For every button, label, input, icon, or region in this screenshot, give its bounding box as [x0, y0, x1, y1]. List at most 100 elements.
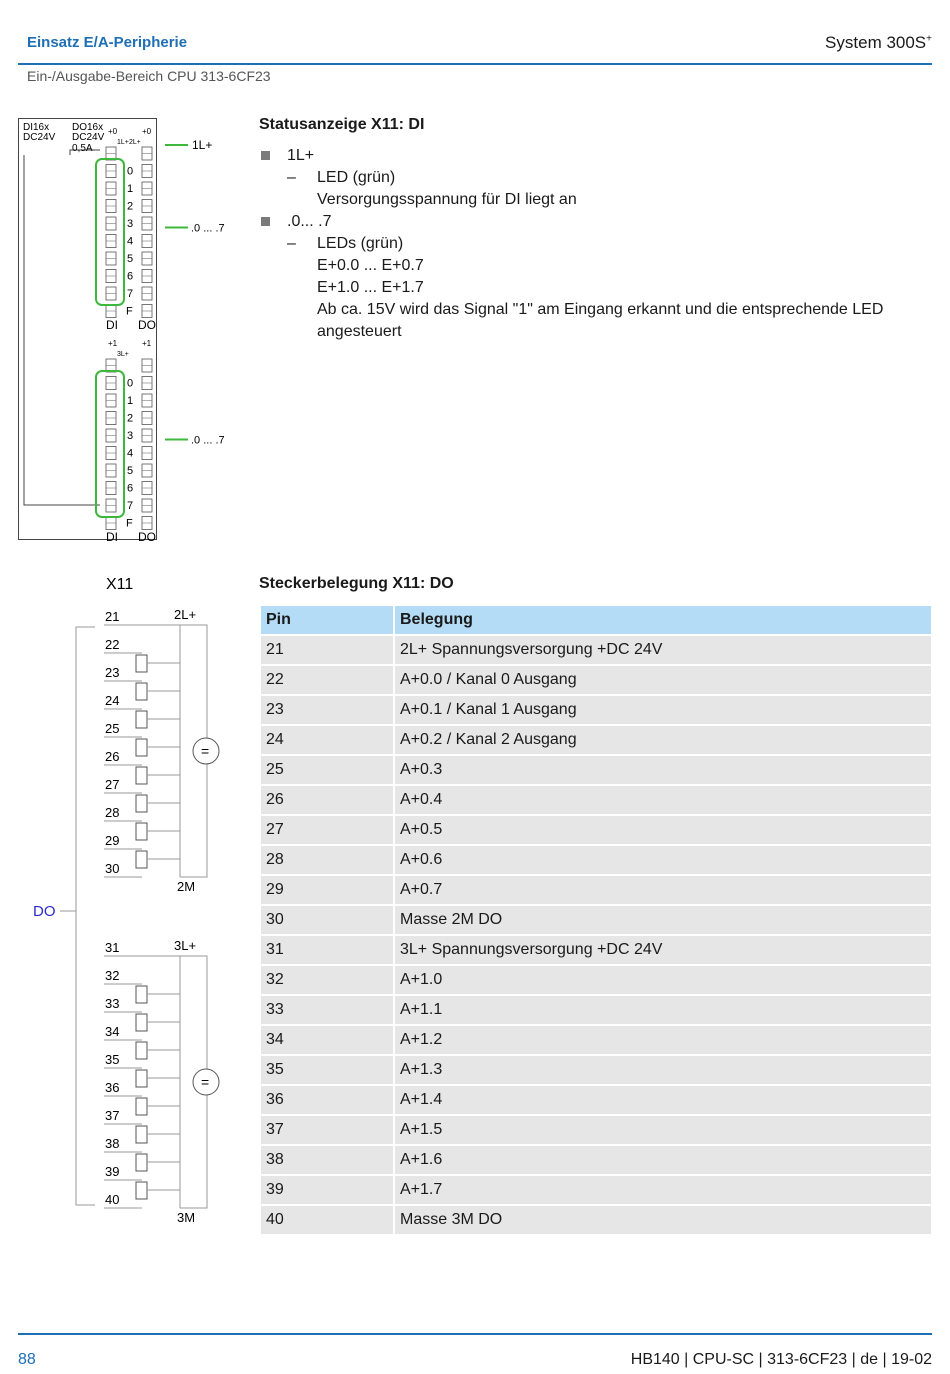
belegung-cell: A+0.5 — [395, 816, 931, 844]
do-group-label: DO — [33, 903, 56, 920]
pin-label: 35 — [105, 1052, 119, 1067]
pin-label: 29 — [105, 833, 119, 848]
belegung-cell: 3L+ Spannungsversorgung +DC 24V — [395, 936, 931, 964]
pin-cell: 21 — [261, 636, 393, 664]
pin-cell: 36 — [261, 1086, 393, 1114]
module-inner-line — [69, 149, 100, 155]
load-resistor — [135, 850, 148, 869]
pin-cell: 32 — [261, 966, 393, 994]
module-do-label: DO16x — [72, 122, 103, 133]
bit-label: 5 — [127, 253, 133, 265]
do-label: DO — [138, 530, 156, 544]
pin-table-title: Steckerbelegung X11: DO — [259, 575, 454, 592]
pin-label: 33 — [105, 996, 119, 1011]
load-resistor — [135, 1041, 148, 1060]
belegung-cell: A+1.5 — [395, 1116, 931, 1144]
led-group-highlight — [95, 158, 125, 306]
column-header-pin: Pin — [261, 606, 393, 634]
document-reference: HB140 | CPU-SC | 313-6CF23 | de | 19-02 — [630, 1351, 932, 1368]
bit-label: 5 — [127, 465, 133, 477]
pin-cell: 37 — [261, 1116, 393, 1144]
load-resistor — [135, 738, 148, 757]
pin-cell: 33 — [261, 996, 393, 1024]
pin-cell: 38 — [261, 1146, 393, 1174]
load-resistor — [135, 1125, 148, 1144]
belegung-cell: A+0.1 / Kanal 1 Ausgang — [395, 696, 931, 724]
load-resistor — [135, 1153, 148, 1172]
pin-label: 24 — [105, 693, 119, 708]
footer-divider — [18, 1333, 932, 1335]
bit-label: 3 — [127, 430, 133, 442]
pin-label: 26 — [105, 749, 119, 764]
pin-label: 27 — [105, 777, 119, 792]
table-header-row: Pin Belegung — [261, 606, 931, 634]
load-resistor — [135, 766, 148, 785]
bit-label: 2 — [127, 413, 133, 425]
pin-cell: 23 — [261, 696, 393, 724]
load-resistor — [135, 1097, 148, 1116]
pin-cell: 39 — [261, 1176, 393, 1204]
pin-cell: 22 — [261, 666, 393, 694]
module-di-voltage: DC24V — [23, 132, 56, 143]
page-number: 88 — [18, 1351, 36, 1368]
module-frame — [18, 118, 157, 540]
dc-source-label: = — [201, 743, 209, 759]
load-resistor — [135, 654, 148, 673]
supply-label: 3L+ — [174, 938, 196, 953]
status-detail-line: E+0.0 ... E+0.7 — [317, 257, 424, 274]
bit-label: 6 — [127, 483, 133, 495]
pin-label: 34 — [105, 1024, 119, 1039]
belegung-cell: A+0.0 / Kanal 0 Ausgang — [395, 666, 931, 694]
bit-label: 3 — [127, 218, 133, 230]
do-label: DO — [138, 318, 156, 332]
belegung-cell: A+0.6 — [395, 846, 931, 874]
di-label: DI — [106, 530, 118, 544]
pin-cell: 28 — [261, 846, 393, 874]
plus-label: +1 — [108, 339, 118, 348]
status-detail-line: Versorgungsspannung für DI liegt an — [317, 191, 577, 208]
pin-label: 38 — [105, 1136, 119, 1151]
status-bullet: 1L+ — [259, 145, 939, 167]
belegung-cell: A+0.2 / Kanal 2 Ausgang — [395, 726, 931, 754]
load-resistor — [135, 710, 148, 729]
supply-label: 3L+ — [117, 351, 129, 358]
supply-label: 1L+ — [117, 139, 129, 146]
status-detail-line: Ab ca. 15V wird das Signal "1" am Eingan… — [317, 301, 884, 340]
status-list: 1L+LED (grün)Versorgungsspannung für DI … — [259, 145, 939, 343]
load-resistor — [135, 822, 148, 841]
belegung-cell: A+1.1 — [395, 996, 931, 1024]
load-resistor — [135, 682, 148, 701]
bit-label: 4 — [127, 448, 133, 460]
module-do-current: 0,5A — [72, 143, 93, 154]
bit-label: 7 — [127, 288, 133, 300]
load-resistor — [135, 1013, 148, 1032]
plus-label: +0 — [108, 127, 118, 136]
pin-cell: 29 — [261, 876, 393, 904]
callout-range-label: .0 ... .7 — [191, 435, 225, 447]
pin-cell: 26 — [261, 786, 393, 814]
pin-cell: 34 — [261, 1026, 393, 1054]
bit-label: 4 — [127, 236, 133, 248]
header-divider — [18, 63, 932, 65]
belegung-cell: A+0.4 — [395, 786, 931, 814]
connector-title: X11 — [106, 576, 133, 593]
page-subtitle: Ein-/Ausgabe-Bereich CPU 313-6CF23 — [27, 68, 271, 84]
do-bracket — [75, 626, 95, 1206]
connector-diagram: X112L+2M=212223242526272829303L+3M=31323… — [33, 576, 220, 1225]
pin-cell: 30 — [261, 906, 393, 934]
pin-label: 30 — [105, 861, 119, 876]
module-inner-line — [23, 155, 100, 506]
dc-source-label: = — [201, 1074, 209, 1090]
plus-label: +1 — [142, 339, 152, 348]
